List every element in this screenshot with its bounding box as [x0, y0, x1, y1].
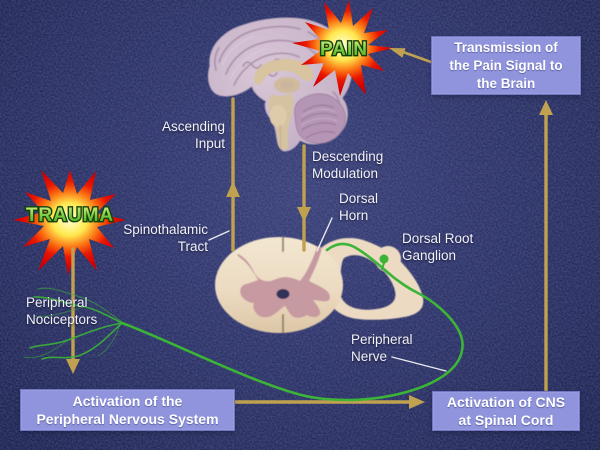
- pointer-line-dorsal-horn: [316, 217, 333, 252]
- medulla-shading: [279, 124, 282, 149]
- pointer-line-spinothalamic: [208, 230, 230, 241]
- brain-illustration: [207, 17, 353, 152]
- activation-cns-box: Activation of CNS at Spinal Cord: [432, 391, 580, 431]
- transmission-to-brain-box: Transmission of the Pain Signal to the B…: [431, 36, 581, 95]
- pointer-line-peripheral-nerve: [391, 356, 447, 372]
- cns-to-transmission-arrow: [539, 100, 553, 392]
- activation-pns-box: Activation of the Peripheral Nervous Sys…: [20, 389, 235, 431]
- pathway-arrows: [226, 97, 553, 409]
- nociceptor-fine-endings: [23, 306, 121, 359]
- pain-star: PAIN: [292, 0, 394, 96]
- thalamus-core: [280, 80, 294, 90]
- gray-matter-butterfly: [237, 245, 330, 318]
- central-canal: [276, 289, 290, 299]
- trauma-star-label: TRAUMA: [26, 205, 114, 226]
- cerebellum-striations: [300, 104, 338, 139]
- label-peripheral-nociceptors: Peripheral Nociceptors: [26, 295, 98, 327]
- spinal-cord-illustration: [215, 236, 424, 333]
- trauma-star: TRAUMA: [13, 170, 126, 275]
- ascending-arrow: [226, 97, 240, 252]
- peripheral-nerve-path: [120, 242, 464, 402]
- cerebellum-highlights: [300, 108, 338, 127]
- transmission-to-pain-arrow: [389, 48, 433, 64]
- ganglion-neuron-stem: [381, 262, 385, 270]
- descending-arrow: [297, 144, 311, 252]
- pons: [269, 105, 287, 127]
- label-pointers: [208, 217, 447, 372]
- corpus-callosum: [254, 59, 314, 85]
- label-ascending-input: Ascending Input: [161, 119, 225, 151]
- label-dorsal-root-ganglion: Dorsal Root Ganglion: [402, 231, 474, 263]
- label-descending-modulation: Descending Modulation: [312, 149, 384, 181]
- ganglion-neuron-dot: [379, 254, 389, 264]
- label-peripheral-nerve: Peripheral Nerve: [351, 332, 413, 364]
- pns-to-cns-arrow: [233, 395, 425, 409]
- peripheral-nerve-illustration: [23, 242, 464, 402]
- label-spinothalamic-tract: Spinothalamic Tract: [123, 222, 208, 254]
- pain-star-label: PAIN: [320, 39, 368, 60]
- label-dorsal-horn: Dorsal Horn: [339, 191, 379, 223]
